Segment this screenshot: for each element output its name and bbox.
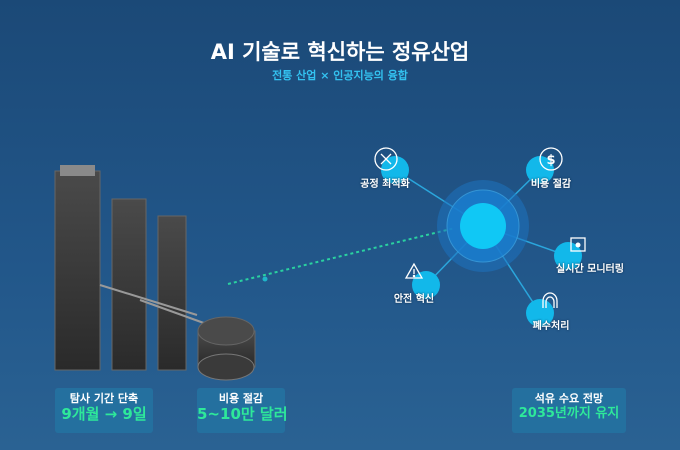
stat-label: 탐사 기간 단축 <box>69 392 139 405</box>
warning-icon <box>404 262 424 279</box>
node-wastewater <box>526 299 554 327</box>
node-label: 공정 최적화 <box>360 179 410 190</box>
stat-label: 비용 절감 <box>218 392 264 405</box>
stat-value: 9개월 → 9일 <box>61 405 147 423</box>
stat-value: 5~10만 달러 <box>197 405 288 423</box>
dollar-circle-icon: $ <box>539 147 563 171</box>
arch-icon <box>542 292 558 308</box>
node-label: 비용 절감 <box>530 179 572 190</box>
stat-value: 2035년까지 유지 <box>518 406 620 421</box>
node-label: 폐수처리 <box>532 321 570 332</box>
stat-card-exploration: 탐사 기간 단축 9개월 → 9일 <box>55 388 153 433</box>
close-circle-icon <box>374 147 398 171</box>
dashed-connector <box>227 227 456 285</box>
page-subtitle: 전통 산업 × 인공지능의 융합 <box>272 69 408 82</box>
refinery-towers <box>54 165 256 381</box>
stat-card-cost: 비용 절감 5~10만 달러 <box>197 388 288 433</box>
node-label: 실시간 모니터링 <box>556 264 624 275</box>
node-cost <box>526 156 554 184</box>
node-label: 안전 혁신 <box>393 294 435 305</box>
ai-hub <box>437 180 529 272</box>
svg-text:$: $ <box>546 153 555 168</box>
page-title: AI 기술로 혁신하는 정유산업 <box>210 40 470 64</box>
monitor-icon <box>570 237 586 252</box>
node-monitor <box>554 242 582 270</box>
node-process <box>381 156 409 184</box>
stat-card-demand: 석유 수요 전망 2035년까지 유지 <box>512 388 626 433</box>
stat-label: 석유 수요 전망 <box>534 392 604 405</box>
